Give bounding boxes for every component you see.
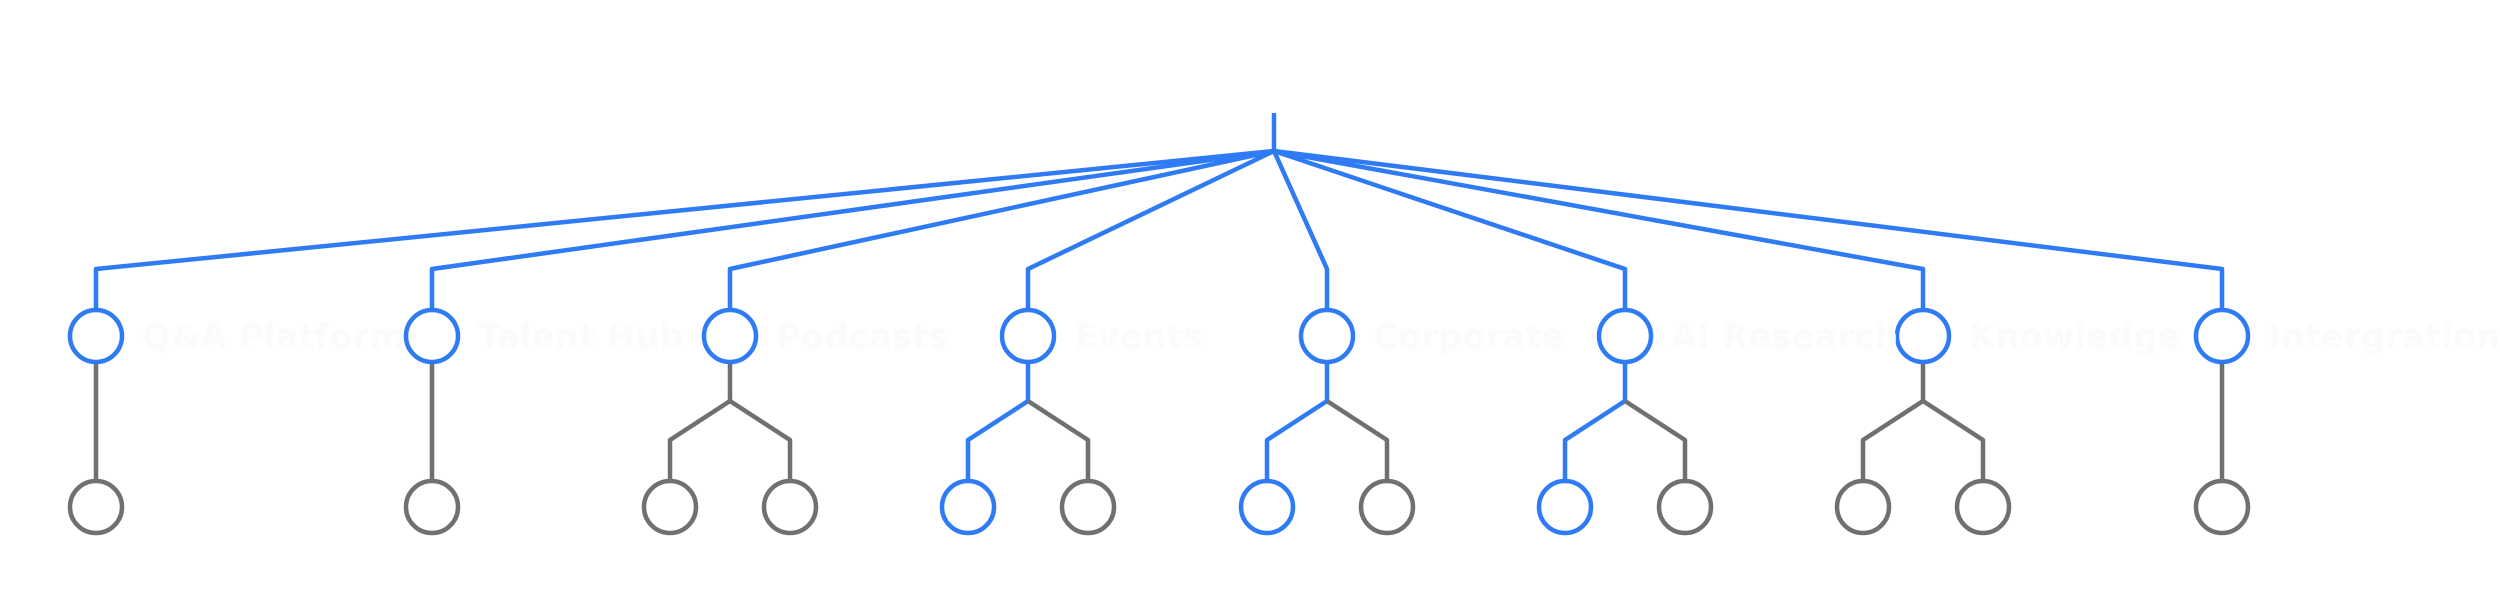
node-corporate-child-1[interactable] — [1238, 478, 1296, 536]
node-podcasts-child-2[interactable] — [761, 478, 819, 536]
edge-root-to-podcasts — [727, 148, 1275, 310]
node-label-ai-research: AI Research — [1671, 317, 1898, 357]
node-label-knowledge: Knowledge — [1969, 317, 2181, 357]
node-qa-platform-child-1[interactable] — [67, 478, 125, 536]
node-integrations-child-1[interactable] — [2193, 478, 2251, 536]
node-podcasts-child-1[interactable] — [641, 478, 699, 536]
node-label-podcasts: Podcasts — [776, 317, 948, 357]
node-knowledge[interactable] — [1894, 307, 1952, 365]
node-talent-hub[interactable] — [403, 307, 461, 365]
node-integrations[interactable] — [2193, 307, 2251, 365]
node-talent-hub-child-1[interactable] — [403, 478, 461, 536]
edge-root-to-talent-hub — [429, 148, 1275, 310]
tree-nodes — [67, 307, 2251, 536]
edge-ai-research-to-ai-research-child-1 — [1562, 399, 1627, 481]
tree-edges — [93, 113, 2225, 481]
node-ai-research[interactable] — [1596, 307, 1654, 365]
edge-root-to-knowledge — [1273, 148, 1926, 310]
tree-labels: Q&A Platform Talent Hub Podcasts Events Corp… — [142, 317, 2500, 357]
edge-events-to-events-child-1 — [965, 399, 1030, 481]
node-ai-research-child-2[interactable] — [1656, 478, 1714, 536]
edge-knowledge-to-knowledge-child-2 — [1921, 399, 1986, 481]
node-events-child-2[interactable] — [1059, 478, 1117, 536]
edge-root-to-integrations — [1273, 148, 2225, 310]
node-label-qa-platform: Q&A Platform — [142, 317, 405, 357]
node-label-corporate: Corporate — [1373, 317, 1565, 357]
node-events[interactable] — [999, 307, 1057, 365]
edge-corporate-to-corporate-child-1 — [1264, 399, 1329, 481]
node-events-child-1[interactable] — [939, 478, 997, 536]
node-qa-platform[interactable] — [67, 307, 125, 365]
edge-podcasts-to-podcasts-child-2 — [728, 399, 793, 481]
node-knowledge-child-2[interactable] — [1954, 478, 2012, 536]
edge-corporate-to-corporate-child-2 — [1325, 399, 1390, 481]
edge-ai-research-to-ai-research-child-2 — [1623, 399, 1688, 481]
node-corporate-child-2[interactable] — [1358, 478, 1416, 536]
edge-root-to-ai-research — [1273, 148, 1628, 310]
edge-knowledge-to-knowledge-child-1 — [1860, 399, 1925, 481]
node-ai-research-child-1[interactable] — [1536, 478, 1594, 536]
node-podcasts[interactable] — [701, 307, 759, 365]
edge-podcasts-to-podcasts-child-1 — [667, 399, 732, 481]
node-knowledge-child-1[interactable] — [1834, 478, 1892, 536]
node-label-events: Events — [1074, 317, 1203, 357]
edge-root-to-corporate — [1271, 150, 1330, 310]
edge-root-to-qa-platform — [93, 148, 1275, 310]
node-label-integrations: Intergrations — [2268, 317, 2500, 357]
node-corporate[interactable] — [1298, 307, 1356, 365]
edge-events-to-events-child-2 — [1026, 399, 1091, 481]
node-label-talent-hub: Talent Hub — [478, 317, 684, 357]
edge-root-to-events — [1025, 148, 1275, 310]
